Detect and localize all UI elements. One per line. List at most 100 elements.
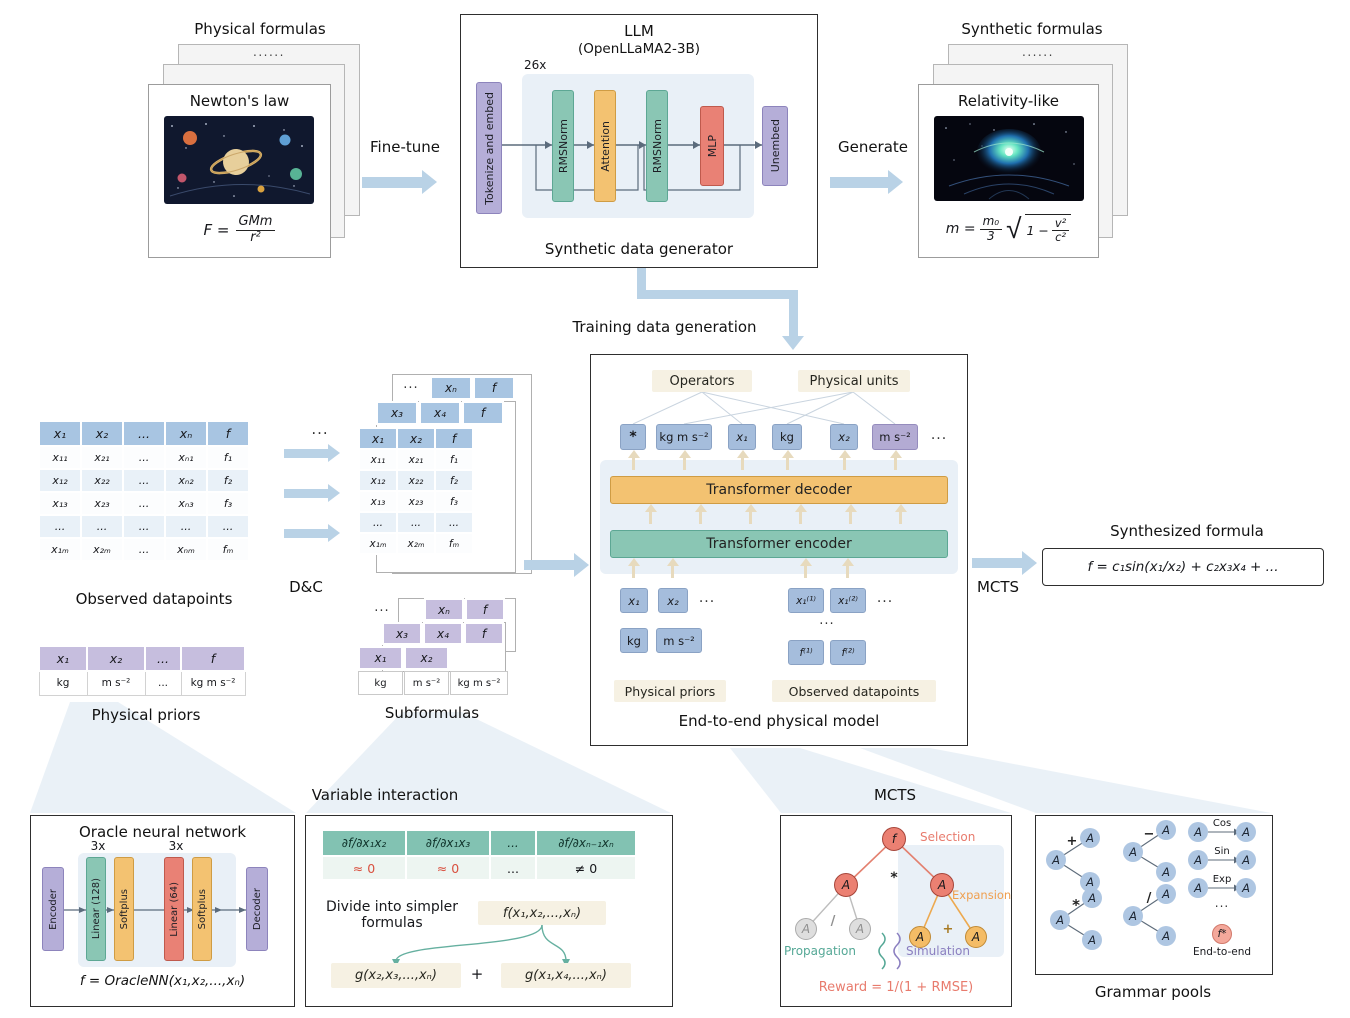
relativity-inner-fraction: v² c² <box>1051 217 1070 243</box>
up-arrow-icon <box>841 558 854 578</box>
mul-operator: * <box>890 870 898 886</box>
subformula-header-cell: f <box>465 598 505 621</box>
unary-op-sin: Sin <box>1214 846 1230 857</box>
up-arrow-icon <box>644 504 657 524</box>
cell: xₙₘ <box>164 537 208 562</box>
mcts-arrow-label: MCTS <box>976 578 1020 596</box>
expansion-label: Expansion <box>952 888 1012 902</box>
cell: ... <box>396 511 436 534</box>
cell: ... <box>122 468 166 493</box>
training-connector <box>789 290 798 336</box>
cell: ≈ 0 <box>321 855 407 881</box>
cell: x₁₁ <box>38 445 82 470</box>
unary-op-cos: Cos <box>1212 818 1232 829</box>
sub-to-model-arrow <box>524 560 574 570</box>
variable-interaction-title: Variable interaction <box>311 786 459 804</box>
synthesized-formula-title: Synthesized formula <box>1110 522 1264 540</box>
cell: ∂f/∂x₁x₂ <box>321 829 407 857</box>
grammar-node: A <box>1236 850 1256 870</box>
cell: fₘ <box>206 537 250 562</box>
grammar-op-mul: * <box>1072 896 1080 914</box>
wedge-model-mcts <box>730 748 1011 813</box>
cell: f₃ <box>206 491 250 516</box>
derivative-table: ∂f/∂x₁x₂ ∂f/∂x₁x₃ ... ∂f/∂xₙ₋₁xₙ ≈ 0 ≈ 0… <box>321 829 637 881</box>
warped-grid <box>963 183 1055 195</box>
subformula-dots: ... <box>374 600 390 615</box>
dc-dots: ... <box>311 420 329 438</box>
llm-subtitle: (OpenLLaMA2-3B) <box>577 41 701 57</box>
divide-text: Divide into simpler formulas <box>325 899 459 931</box>
grammar-node: A <box>1188 878 1208 898</box>
grammar-fstar-node: f* <box>1212 924 1232 944</box>
cell: f₂ <box>434 469 474 492</box>
oracle-caption: f = OracleNN(x₁,x₂,...,xₙ) <box>79 973 246 989</box>
up-arrow-icon <box>889 450 902 470</box>
orbit-line <box>169 183 311 197</box>
output-token-mul: * <box>620 424 646 450</box>
mcts-node: A <box>930 873 954 897</box>
cell: ... <box>122 537 166 562</box>
selection-label: Selection <box>920 830 976 844</box>
subformula-unit-cell: m s⁻² <box>404 671 449 695</box>
up-arrow-icon <box>694 504 707 524</box>
cell: x₂ₘ <box>80 537 124 562</box>
cell: ... <box>122 514 166 539</box>
cell: x₂₂ <box>396 469 436 492</box>
input-dots: ... <box>698 590 716 606</box>
repeat-26x-label: 26x <box>524 58 547 72</box>
linear-128-block: Linear (128) <box>86 857 106 961</box>
physical-units-label: Physical units <box>798 370 910 392</box>
cell: ... <box>122 445 166 470</box>
sqrt-body: 1 − v² c² <box>1025 214 1072 243</box>
dc-label: D&C <box>289 578 323 596</box>
up-arrow-icon <box>678 450 691 470</box>
physical-priors-caption: Physical priors <box>91 706 201 724</box>
planet <box>290 168 302 180</box>
dc-arrowhead-icon <box>328 524 340 542</box>
cell: kg m s⁻² <box>180 670 246 696</box>
grammar-node: A <box>1080 872 1100 892</box>
cell: x₂₁ <box>396 448 436 471</box>
cell: ... <box>80 514 124 539</box>
unary-op-exp: Exp <box>1212 874 1232 885</box>
subformula-header-cell: x₃ <box>382 622 422 645</box>
cell: x₁ₘ <box>358 532 398 555</box>
up-arrow-icon <box>627 450 640 470</box>
output-token-x1: x₁ <box>728 424 756 450</box>
transformer-decoder-bar: Transformer decoder <box>610 476 948 504</box>
grammar-node: A <box>1082 930 1102 950</box>
simulation-label: Simulation <box>906 944 970 958</box>
propagation-squiggle <box>878 932 886 970</box>
cell: x₁ <box>38 645 88 672</box>
grammar-node: A <box>1188 822 1208 842</box>
cell: ... <box>358 511 398 534</box>
cell: ... <box>434 511 474 534</box>
output-token-unit: kg m s⁻² <box>656 424 712 450</box>
mcts-root-node: f <box>882 827 906 851</box>
grammar-node: A <box>1156 926 1176 946</box>
up-arrow-icon <box>894 504 907 524</box>
up-arrow-icon <box>781 450 794 470</box>
dc-arrow <box>284 449 328 458</box>
generate-arrowhead-icon <box>888 170 903 194</box>
rmsnorm-block: RMSNorm <box>552 90 574 202</box>
planet <box>177 173 187 183</box>
cell: xₙ <box>164 420 208 447</box>
subformula-header-cell: f <box>462 401 504 425</box>
cell: x₂ <box>396 427 436 450</box>
wedge-priors-oracle <box>30 702 296 813</box>
mcts-arrowhead-icon <box>1022 551 1037 575</box>
unembed-block: Unembed <box>762 106 788 186</box>
cell: f <box>206 420 250 447</box>
cell: ... <box>122 491 166 516</box>
cell: x₁₂ <box>38 468 82 493</box>
cell: x₁ <box>358 427 398 450</box>
card-dots: ...... <box>1022 45 1054 59</box>
cell: fₘ <box>434 532 474 555</box>
dc-arrowhead-icon <box>328 484 340 502</box>
subformula-header-cell: x₃ <box>376 401 418 425</box>
generate-label: Generate <box>837 138 909 156</box>
observed-datapoints-group-label: Observed datapoints <box>772 680 936 702</box>
softplus-block: Softplus <box>114 857 134 961</box>
